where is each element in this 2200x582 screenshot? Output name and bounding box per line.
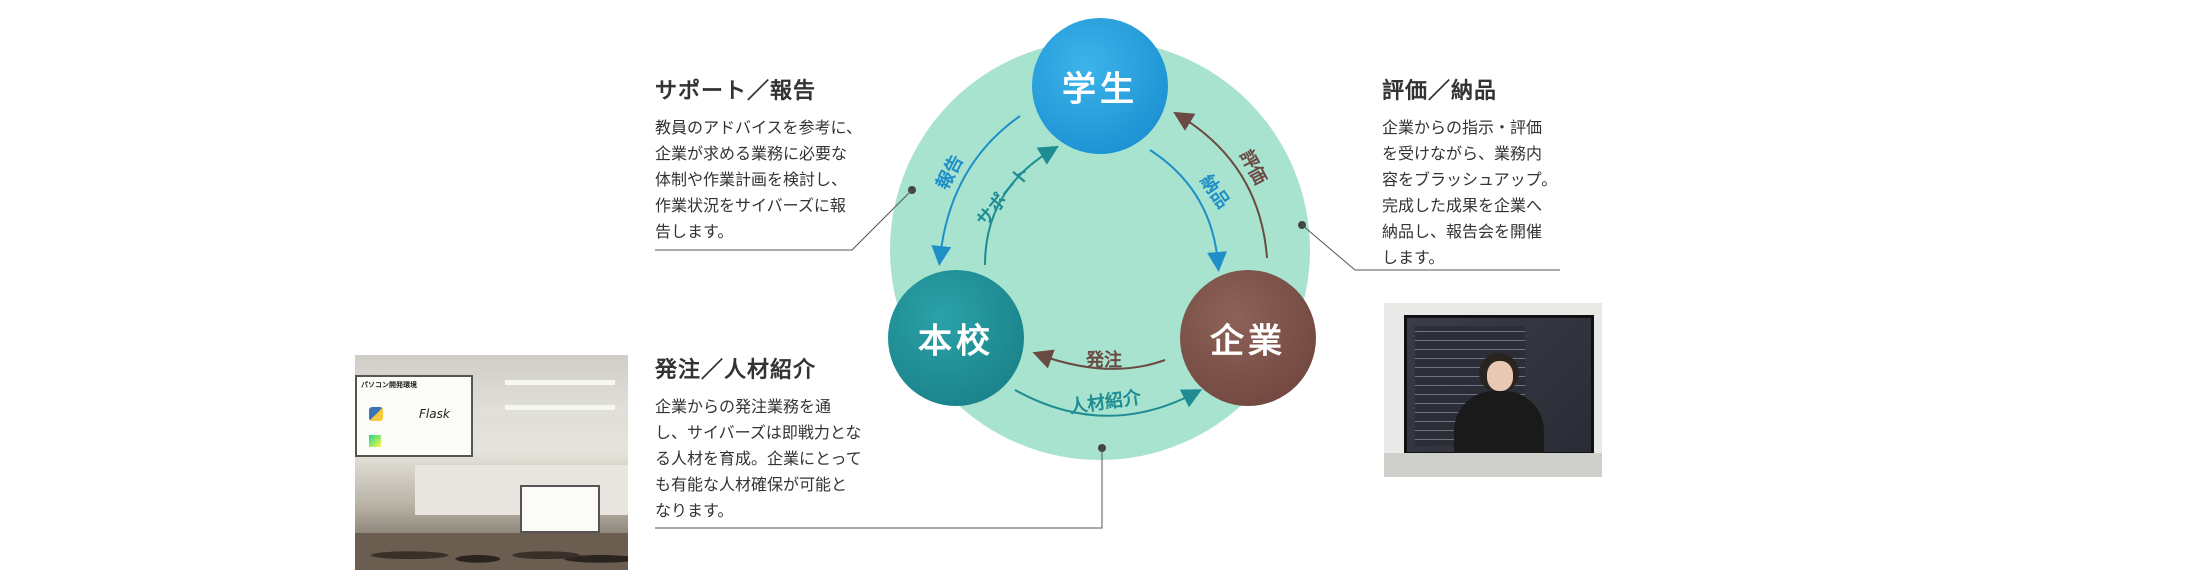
body-line: 告します。	[655, 222, 734, 241]
ceiling-light	[505, 405, 615, 410]
podium	[1384, 453, 1602, 477]
python-logo-icon	[369, 407, 383, 421]
arrow-evaluation	[1173, 111, 1268, 259]
arrow-order	[1032, 349, 1166, 370]
block-order-talent-title: 発注／人材紹介	[655, 358, 817, 383]
body-line: 納品し、報告会を開催	[1382, 222, 1543, 241]
body-line: 企業からの指示・評価	[1382, 118, 1543, 137]
arrow-talent	[1014, 389, 1203, 417]
block-order-talent-body: 企業からの発注業務を通 し、サイバーズは即戦力とな る人材を育成。企業にとって …	[655, 394, 895, 524]
body-line: 作業状況をサイバーズに報	[655, 196, 846, 215]
block-evaluation-delivery-body: 企業からの指示・評価 を受けながら、業務内 容をブラッシュアップ。 完成した成果…	[1382, 115, 1572, 271]
body-line: なります。	[655, 501, 734, 520]
block-order-talent: 発注／人材紹介 企業からの発注業務を通 し、サイバーズは即戦力とな る人材を育成…	[655, 352, 895, 524]
connector-support	[655, 186, 916, 251]
body-line: 完成した成果を企業へ	[1382, 196, 1543, 215]
arrow-support	[984, 145, 1059, 266]
body-line: し、サイバーズは即戦力とな	[655, 423, 862, 442]
ceiling-light	[505, 380, 615, 385]
node-school: 本校	[888, 270, 1024, 406]
presenter-photo	[1384, 303, 1602, 477]
label-order: 発注	[1085, 349, 1122, 371]
body-line: 体制や作業計画を検討し、	[655, 170, 848, 189]
slide-heading: パソコン開発環境	[361, 381, 417, 389]
connector-evaluation	[1298, 221, 1560, 271]
audience	[355, 533, 628, 570]
pycharm-logo-icon	[369, 435, 381, 447]
body-line: 教員のアドバイスを参考に、	[655, 118, 863, 137]
presenter-body	[1454, 391, 1544, 461]
block-evaluation-delivery-title: 評価／納品	[1382, 79, 1498, 104]
slide-screen: パソコン開発環境 Flask	[355, 375, 473, 457]
arrow-report	[931, 115, 1021, 266]
block-support-report: サポート／報告 教員のアドバイスを参考に、 企業が求める業務に必要な 体制や作業…	[655, 73, 895, 245]
body-line: る人材を育成。企業にとって	[655, 449, 862, 468]
arrow-delivery	[1149, 149, 1227, 272]
body-line: します。	[1382, 248, 1445, 267]
node-company-label: 企業	[1210, 321, 1286, 362]
presenter-face	[1487, 361, 1513, 391]
node-student: 学生	[1032, 18, 1168, 154]
node-student-label: 学生	[1062, 69, 1138, 110]
body-line: 企業からの発注業務を通	[655, 397, 832, 416]
connector-order	[655, 444, 1106, 529]
body-line: 容をブラッシュアップ。	[1382, 170, 1558, 189]
body-line: 企業が求める業務に必要な	[655, 144, 848, 163]
body-line: も有能な人材確保が可能と	[655, 475, 848, 494]
slide-logo: Flask	[419, 407, 450, 421]
block-support-report-title: サポート／報告	[655, 79, 817, 104]
second-screen	[520, 485, 600, 533]
block-evaluation-delivery: 評価／納品 企業からの指示・評価 を受けながら、業務内 容をブラッシュアップ。 …	[1382, 73, 1572, 271]
body-line: を受けながら、業務内	[1382, 144, 1543, 163]
node-company: 企業	[1180, 270, 1316, 406]
block-support-report-body: 教員のアドバイスを参考に、 企業が求める業務に必要な 体制や作業計画を検討し、 …	[655, 115, 895, 245]
node-school-label: 本校	[918, 321, 994, 362]
classroom-photo: パソコン開発環境 Flask	[355, 355, 628, 570]
